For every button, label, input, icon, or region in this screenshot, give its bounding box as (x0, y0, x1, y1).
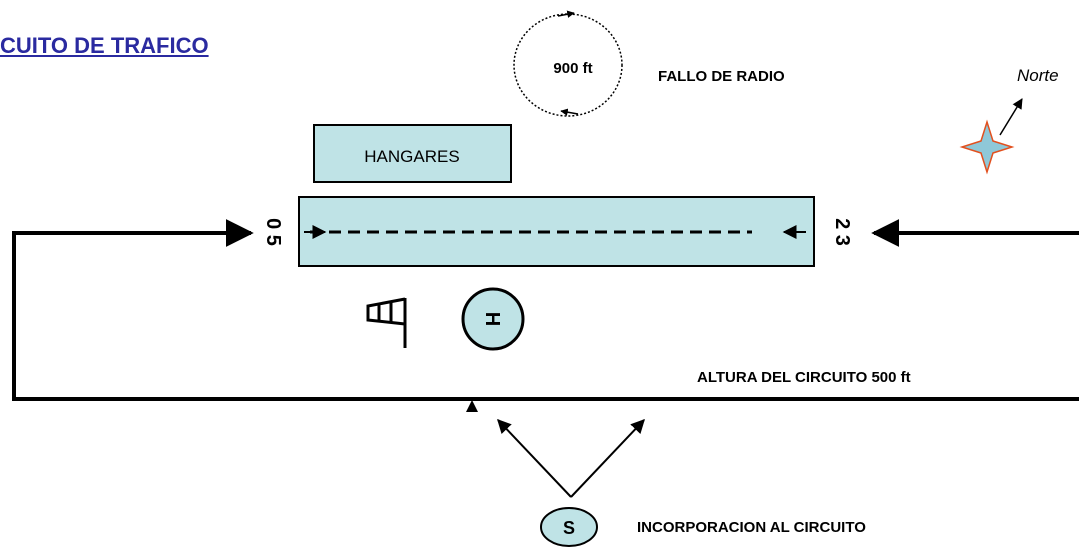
holding-loop-icon (513, 10, 623, 117)
radio-failure-label: FALLO DE RADIO (658, 68, 785, 85)
north-label: Norte (1017, 66, 1059, 85)
joining-point-marker (540, 507, 598, 547)
compass-star-icon (959, 119, 1015, 175)
hangars-building (313, 124, 512, 183)
circuit-altitude-label: ALTURA DEL CIRCUITO 500 ft (697, 369, 911, 386)
heliport-label: H (481, 312, 503, 326)
diagram-title: CUITO DE TRAFICO (0, 33, 209, 58)
radio-failure-altitude-label: 900 ft (553, 60, 592, 77)
joining-arrow-west (497, 418, 572, 498)
heliport-marker (461, 287, 525, 351)
hangars-label: HANGARES (364, 147, 459, 166)
circuit-joining-label: INCORPORACION AL CIRCUITO (637, 519, 866, 536)
joining-arrow-east (570, 418, 645, 498)
joining-point-label: S (563, 518, 575, 538)
windsock-icon (366, 297, 407, 348)
north-arrow (999, 98, 1023, 136)
circuit-joining-marker (466, 400, 478, 412)
runway-05-number: 0 5 (262, 218, 284, 246)
circuit-path (12, 231, 1079, 401)
runway-23-number: 2 3 (831, 218, 853, 246)
